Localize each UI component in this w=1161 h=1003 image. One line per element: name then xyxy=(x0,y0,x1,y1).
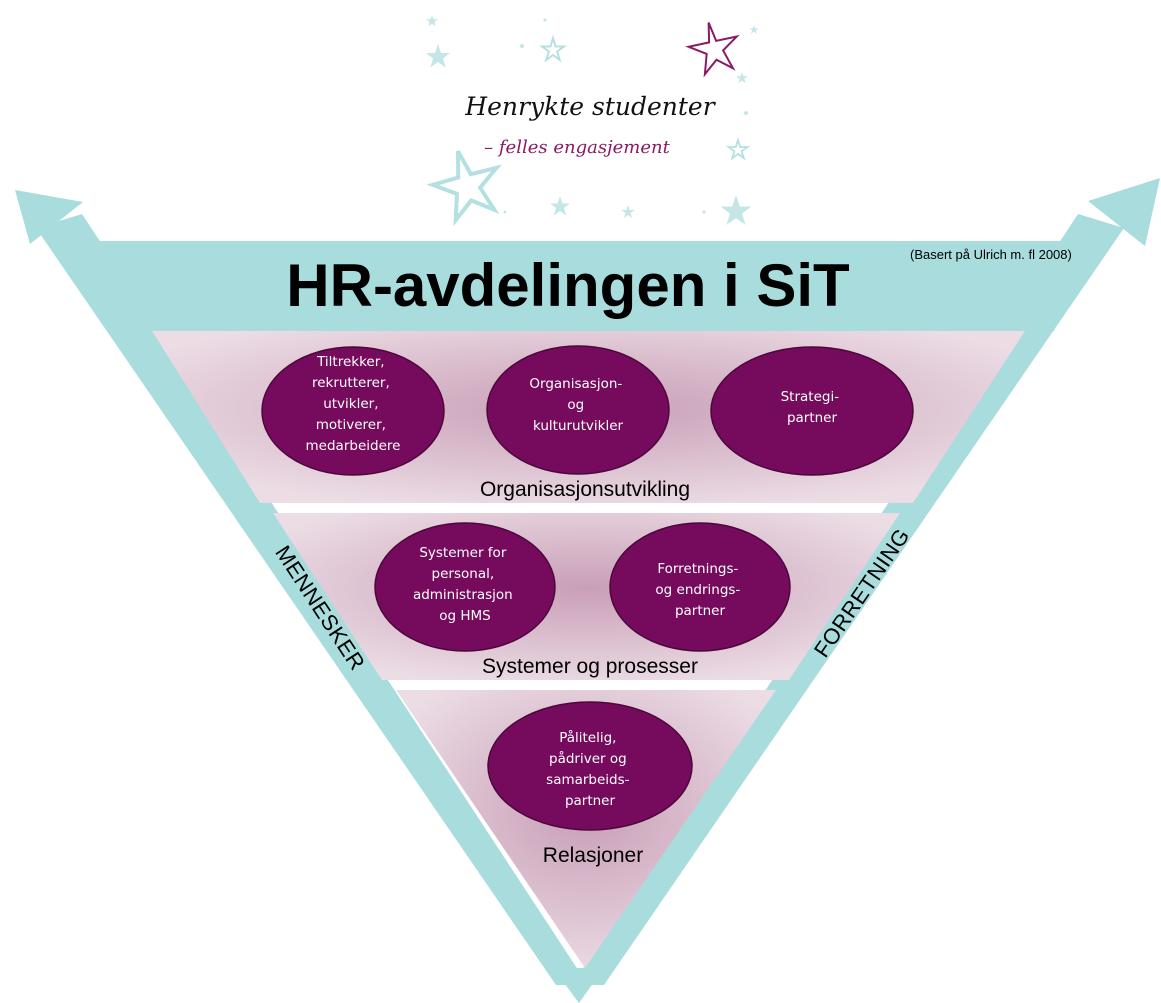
stars-decoration-icon xyxy=(426,15,759,227)
role-label: Pålitelig, pådriver og samarbeids- partn… xyxy=(546,729,634,809)
source-note: (Basert på Ulrich m. fl 2008) xyxy=(910,247,1072,262)
role-node: Organisasjon- og kulturutvikler xyxy=(486,345,670,475)
role-ellipse xyxy=(261,346,445,476)
logo: Henrykte studenter – felles engasjement xyxy=(426,15,759,227)
role-label: Systemer for personal, administrasjon og… xyxy=(413,545,517,624)
role-node: Strategi- partner xyxy=(710,346,914,476)
arrow-right-icon xyxy=(1088,178,1160,246)
level-label-3: Relasjoner xyxy=(543,844,643,867)
role-label: Strategi- partner xyxy=(781,389,844,426)
logo-line-1: Henrykte studenter xyxy=(464,92,716,121)
role-ellipse xyxy=(710,346,914,476)
role-label: Organisasjon- og kulturutvikler xyxy=(529,376,626,434)
level-label-2: Systemer og prosesser xyxy=(482,655,698,678)
page-title: HR-avdelingen i SiT xyxy=(286,252,849,319)
triangle-frame xyxy=(15,178,1160,1003)
title-band xyxy=(80,241,1090,331)
right-arm xyxy=(572,214,1124,985)
arrow-left-icon xyxy=(15,190,83,244)
role-ellipse xyxy=(486,345,670,475)
role-label: Tiltrekker, rekrutterer, utvikler, motiv… xyxy=(306,354,401,454)
role-ellipse xyxy=(374,522,556,652)
role-node: Tiltrekker, rekrutterer, utvikler, motiv… xyxy=(261,346,445,476)
left-arm xyxy=(36,214,588,985)
logo-line-2: – felles engasjement xyxy=(484,137,670,158)
role-node: Forretnings- og endrings- partner xyxy=(609,522,791,652)
role-ellipse xyxy=(487,701,693,831)
arrow-down-icon xyxy=(553,968,604,1003)
role-node: Pålitelig, pådriver og samarbeids- partn… xyxy=(487,701,693,831)
role-node: Systemer for personal, administrasjon og… xyxy=(374,522,556,652)
level-label-1: Organisasjonsutvikling xyxy=(480,478,690,501)
role-ellipse xyxy=(609,522,791,652)
role-label: Forretnings- og endrings- partner xyxy=(655,561,744,619)
